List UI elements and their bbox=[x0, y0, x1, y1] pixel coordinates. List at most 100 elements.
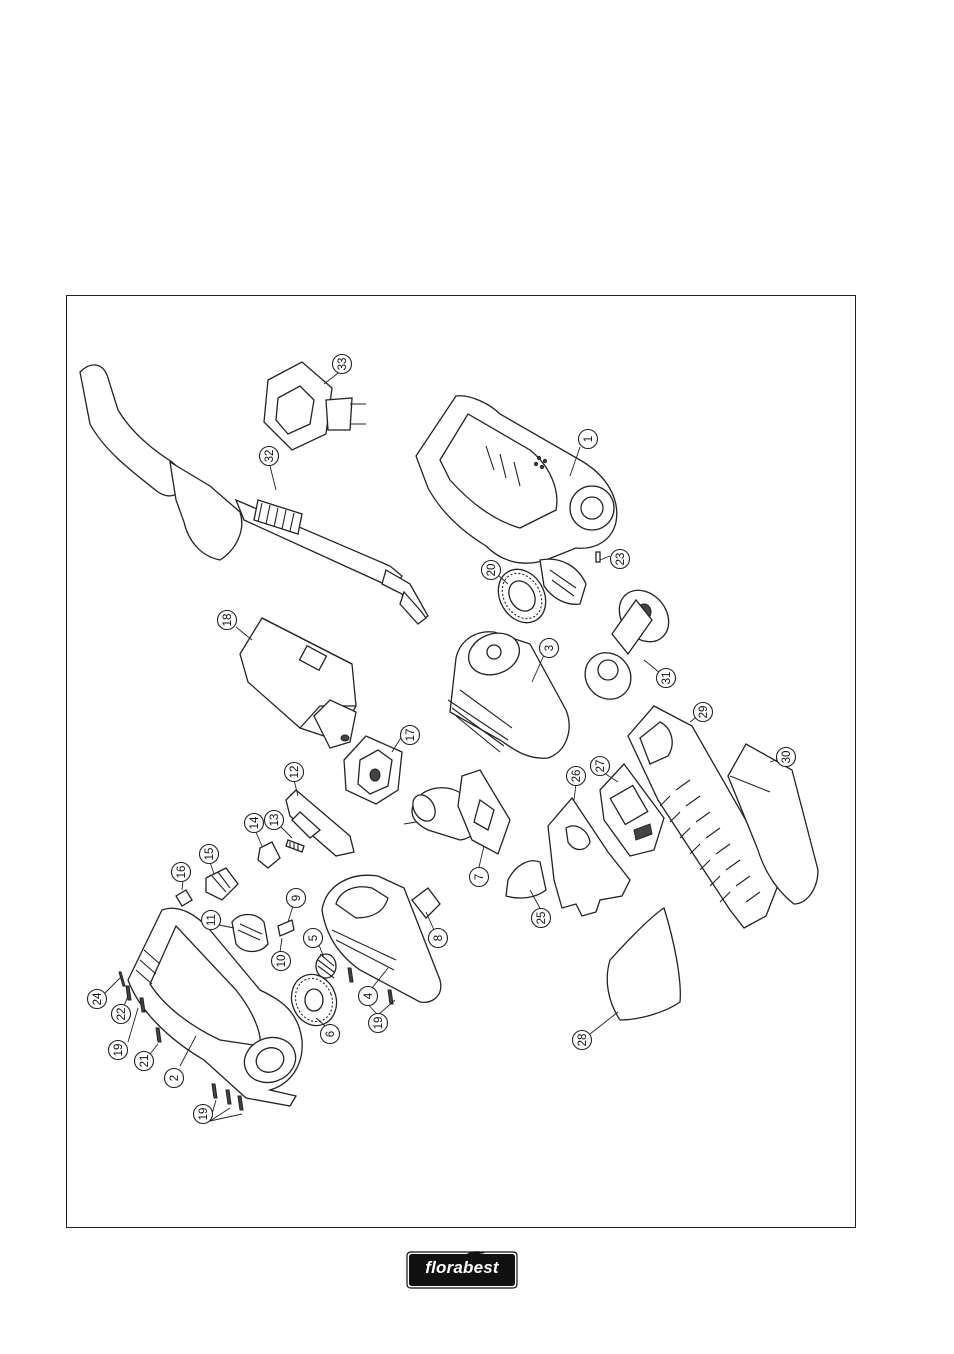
gear-set bbox=[290, 953, 338, 1027]
screws bbox=[118, 967, 394, 1111]
svg-text:7: 7 bbox=[474, 874, 486, 880]
blade-guard-edge bbox=[729, 775, 771, 793]
callout-19-b: 19 bbox=[107, 1039, 129, 1061]
svg-text:19: 19 bbox=[198, 1108, 210, 1121]
leaf-icon bbox=[465, 1251, 485, 1258]
logo-badge bbox=[406, 1251, 518, 1289]
battery-pack bbox=[239, 617, 357, 749]
svg-text:22: 22 bbox=[116, 1008, 128, 1021]
lower-housing bbox=[127, 907, 303, 1107]
svg-text:25: 25 bbox=[536, 912, 548, 925]
svg-text:11: 11 bbox=[206, 914, 218, 926]
svg-text:32: 32 bbox=[264, 450, 276, 463]
callout-17: 17 bbox=[399, 724, 421, 746]
svg-text:16: 16 bbox=[176, 866, 188, 879]
motor bbox=[403, 769, 511, 855]
callout-4: 4 bbox=[357, 985, 379, 1007]
callout-19-c: 19 bbox=[192, 1103, 214, 1125]
callout-31: 31 bbox=[655, 667, 677, 689]
svg-text:12: 12 bbox=[289, 766, 301, 779]
callout-23: 23 bbox=[609, 548, 631, 570]
svg-text:9: 9 bbox=[291, 895, 303, 901]
svg-text:18: 18 bbox=[222, 614, 234, 627]
svg-text:29: 29 bbox=[698, 706, 710, 719]
callout-3: 3 bbox=[538, 637, 560, 659]
callout-22: 22 bbox=[110, 1003, 132, 1025]
svg-text:13: 13 bbox=[269, 814, 281, 827]
gear-housing bbox=[447, 631, 570, 759]
svg-text:27: 27 bbox=[595, 760, 607, 773]
brand-logo: florabest bbox=[405, 1251, 519, 1289]
diagram-frame bbox=[66, 295, 856, 1228]
callout-29: 29 bbox=[692, 701, 714, 723]
callout-11: 11 bbox=[200, 909, 222, 931]
callout-13: 13 bbox=[263, 809, 285, 831]
callout-7: 7 bbox=[468, 866, 490, 888]
callout-28: 28 bbox=[571, 1029, 593, 1051]
svg-text:4: 4 bbox=[363, 992, 375, 999]
svg-text:3: 3 bbox=[544, 645, 556, 651]
callout-14: 14 bbox=[243, 812, 265, 834]
callout-19-a: 19 bbox=[367, 1012, 389, 1034]
blade-holder bbox=[599, 762, 665, 857]
svg-text:21: 21 bbox=[139, 1055, 151, 1068]
svg-text:30: 30 bbox=[781, 751, 793, 764]
gear-ring bbox=[497, 568, 547, 624]
small-mechanism bbox=[231, 913, 295, 953]
svg-text:33: 33 bbox=[337, 358, 349, 371]
svg-text:20: 20 bbox=[486, 564, 498, 577]
callout-5: 5 bbox=[302, 927, 324, 949]
callout-2: 2 bbox=[163, 1067, 185, 1089]
svg-text:6: 6 bbox=[325, 1031, 337, 1037]
charger bbox=[263, 361, 366, 451]
plate-8 bbox=[411, 887, 441, 919]
callout-10: 10 bbox=[270, 950, 292, 972]
upper-housing bbox=[415, 395, 618, 605]
switch-assembly bbox=[257, 789, 355, 869]
callout-25: 25 bbox=[530, 907, 552, 929]
svg-text:24: 24 bbox=[92, 992, 104, 1005]
callout-16: 16 bbox=[170, 861, 192, 883]
svg-text:10: 10 bbox=[276, 955, 288, 968]
svg-text:17: 17 bbox=[405, 729, 417, 742]
telescopic-handle bbox=[79, 364, 429, 625]
wheel-roller bbox=[584, 589, 670, 700]
callout-8: 8 bbox=[427, 927, 449, 949]
screw-23 bbox=[595, 551, 601, 563]
battery-holder bbox=[343, 735, 403, 805]
svg-text:2: 2 bbox=[169, 1075, 181, 1081]
callout-30: 30 bbox=[775, 746, 797, 768]
callout-9: 9 bbox=[285, 887, 307, 909]
shrub-blade bbox=[547, 796, 631, 917]
callout-1: 1 bbox=[577, 428, 599, 450]
lower-cover bbox=[321, 874, 442, 1003]
svg-text:1: 1 bbox=[583, 436, 595, 442]
callout-6: 6 bbox=[319, 1023, 341, 1045]
svg-text:14: 14 bbox=[249, 816, 261, 829]
switch-slider bbox=[175, 867, 239, 907]
cover-piece bbox=[505, 860, 547, 899]
callout-21: 21 bbox=[133, 1050, 155, 1072]
callout-12: 12 bbox=[283, 761, 305, 783]
callout-15: 15 bbox=[198, 843, 220, 865]
callout-18: 18 bbox=[216, 609, 238, 631]
hedge-blade bbox=[627, 705, 781, 929]
callout-33: 33 bbox=[331, 353, 353, 375]
brand-name: florabest bbox=[425, 1258, 499, 1277]
svg-text:5: 5 bbox=[308, 935, 320, 941]
callout-26: 26 bbox=[565, 765, 587, 787]
svg-text:23: 23 bbox=[615, 553, 627, 566]
svg-text:28: 28 bbox=[577, 1034, 589, 1047]
svg-text:8: 8 bbox=[433, 935, 445, 941]
callout-27: 27 bbox=[589, 755, 611, 777]
svg-text:19: 19 bbox=[113, 1044, 125, 1057]
cover-sheet bbox=[606, 906, 681, 1021]
callout-24: 24 bbox=[86, 988, 108, 1010]
callout-20: 20 bbox=[480, 559, 502, 581]
callout-32: 32 bbox=[258, 445, 280, 467]
svg-text:26: 26 bbox=[571, 770, 583, 783]
svg-text:19: 19 bbox=[373, 1017, 385, 1030]
svg-text:31: 31 bbox=[661, 672, 673, 685]
svg-text:15: 15 bbox=[204, 848, 216, 861]
